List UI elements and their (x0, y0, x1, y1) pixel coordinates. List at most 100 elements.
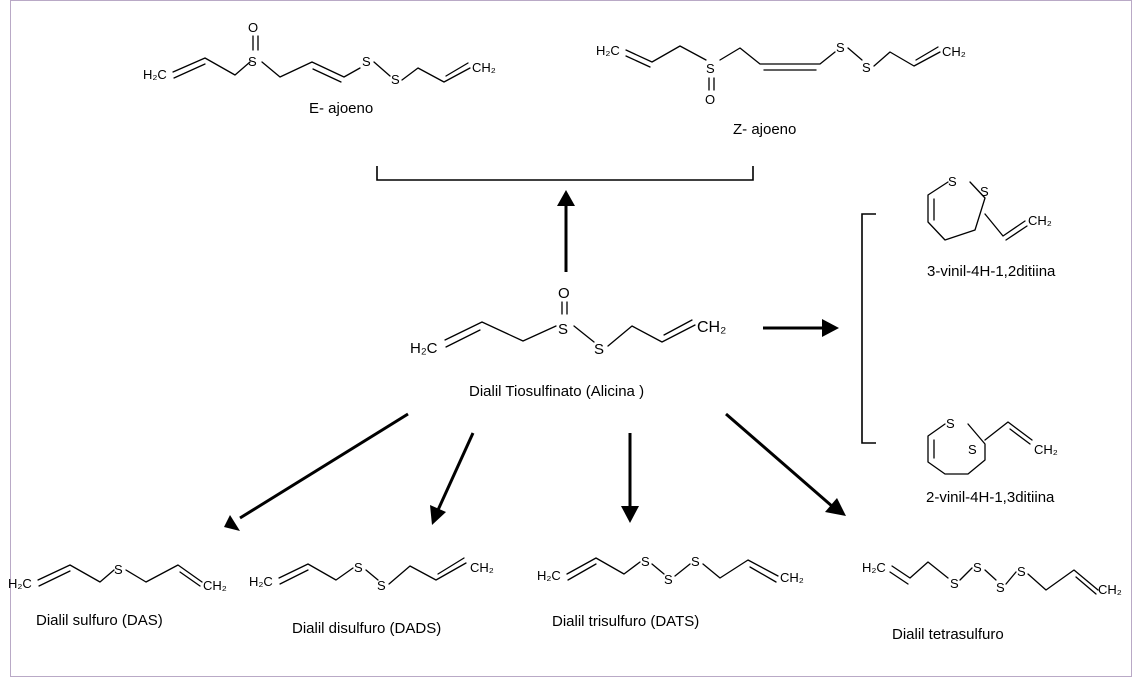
arrow-to-das (224, 412, 409, 531)
label-3-vinil: 3-vinil-4H-1,2ditiina (927, 263, 1056, 280)
molecule-dads: H₂C S S CH₂ Dialil disulfuro (DADS) (249, 557, 494, 637)
atom-s: S (691, 554, 700, 569)
atom-ch2: CH₂ (472, 60, 496, 75)
label-dats: Dialil trisulfuro (DATS) (552, 613, 699, 630)
atom-h2c: H₂C (249, 574, 273, 589)
label-das: Dialil sulfuro (DAS) (36, 612, 163, 629)
bond-double (279, 569, 309, 585)
arrow-to-ajoeno (557, 190, 575, 272)
atom-h2c: H₂C (596, 43, 620, 58)
bond-chain (388, 562, 467, 585)
atom-ch2: CH₂ (697, 319, 726, 336)
molecule-2-vinil-13-ditiina: S S CH₂ 2-vinil-4H-1,3ditiina (926, 416, 1058, 506)
bond-chain (444, 321, 557, 342)
bond-s-s (373, 61, 391, 77)
atom-ch2: CH₂ (1098, 582, 1122, 597)
atom-ch2: CH₂ (942, 44, 966, 59)
atom-s: S (641, 554, 650, 569)
atom-s: S (948, 174, 957, 189)
atom-s: S (354, 560, 363, 575)
bond-double (889, 571, 909, 585)
atom-s: S (114, 562, 123, 577)
atom-ch2: CH₂ (203, 578, 227, 593)
bond-double (1005, 225, 1028, 241)
atom-o: O (248, 20, 258, 35)
bond-s-s (365, 569, 379, 581)
molecule-alicina: H₂C S O S CH₂ Dialil Tiosulfinato (Alici… (410, 285, 726, 400)
atom-ch2: CH₂ (470, 560, 494, 575)
arrow-to-dads (430, 432, 475, 525)
bond-s-s (847, 47, 863, 61)
atom-ch2: CH₂ (780, 570, 804, 585)
atom-s: S (980, 184, 989, 199)
atom-s: S (248, 54, 257, 69)
bond-double (749, 566, 777, 583)
molecule-3-vinil-12-ditiina: S S CH₂ 3-vinil-4H-1,2ditiina (927, 174, 1056, 280)
bond-chain (172, 57, 251, 76)
bond-chain (566, 557, 641, 575)
atom-ch2: CH₂ (1034, 442, 1058, 457)
page-border (10, 0, 1132, 677)
reaction-arrows (224, 190, 846, 531)
bond-double (179, 571, 201, 587)
molecule-e-ajoeno: H₂C S O S S CH₂ E- ajoeno (143, 20, 496, 117)
label-alicina: Dialil Tiosulfinato (Alicina ) (469, 383, 644, 400)
label-dads: Dialil disulfuro (DADS) (292, 620, 441, 637)
bond-s-s (573, 325, 595, 343)
atom-s: S (836, 40, 845, 55)
atom-h2c: H₂C (143, 67, 167, 82)
bond-s-s (674, 563, 691, 577)
bond-chain (401, 67, 471, 83)
arrow-to-dats (621, 433, 639, 523)
bond-chain (1027, 569, 1099, 591)
arrow-to-ditiinas (763, 319, 839, 337)
bond-s-o (252, 35, 259, 51)
molecule-tetrasulfuro: H₂C S S S S CH₂ Dialil tetrasulfuro (862, 560, 1122, 643)
atom-s: S (362, 54, 371, 69)
molecule-dats: H₂C S S S CH₂ Dialil trisulfuro (DATS) (537, 554, 804, 630)
bond-s-o (561, 301, 568, 315)
atom-s: S (973, 560, 982, 575)
bond-double (1075, 576, 1097, 595)
bond-chain (607, 324, 696, 347)
bond-double (38, 570, 71, 587)
bond-double (445, 62, 469, 77)
bond-s-s (1005, 571, 1017, 585)
atom-s: S (1017, 564, 1026, 579)
atom-s: S (391, 72, 400, 87)
bond-double (312, 68, 342, 83)
bond-chain (278, 563, 354, 581)
bond-s-s (984, 569, 997, 581)
atom-ch2: CH₂ (1028, 213, 1052, 228)
atom-s: S (558, 321, 568, 338)
atom-s: S (664, 572, 673, 587)
atom-s: S (996, 580, 1005, 595)
atom-s: S (968, 442, 977, 457)
atom-h2c: H₂C (862, 560, 886, 575)
bond-double (625, 55, 651, 68)
bond-chain (702, 559, 779, 579)
atom-s: S (950, 576, 959, 591)
label-z-ajoeno: Z- ajoeno (733, 121, 796, 138)
bond-double (1009, 428, 1031, 445)
bond-s-s (959, 567, 973, 581)
atom-s: S (946, 416, 955, 431)
bond-s-s (651, 563, 665, 575)
ring-bonds (927, 423, 986, 475)
label-2-vinil: 2-vinil-4H-1,3ditiina (926, 489, 1055, 506)
atom-h2c: H₂C (410, 340, 438, 357)
bracket-ajoeno (376, 166, 754, 181)
bond-chain (719, 47, 836, 65)
bond-chain (261, 61, 361, 78)
atom-o: O (705, 92, 715, 107)
atom-s: S (706, 61, 715, 76)
molecule-z-ajoeno: H₂C S O S S CH₂ Z- ajoeno (596, 40, 966, 138)
bond-double (437, 557, 465, 575)
bond-vinyl (984, 421, 1033, 441)
bond-chain (873, 51, 941, 67)
atom-h2c: H₂C (8, 576, 32, 591)
atom-s: S (377, 578, 386, 593)
bond-double (445, 329, 481, 348)
